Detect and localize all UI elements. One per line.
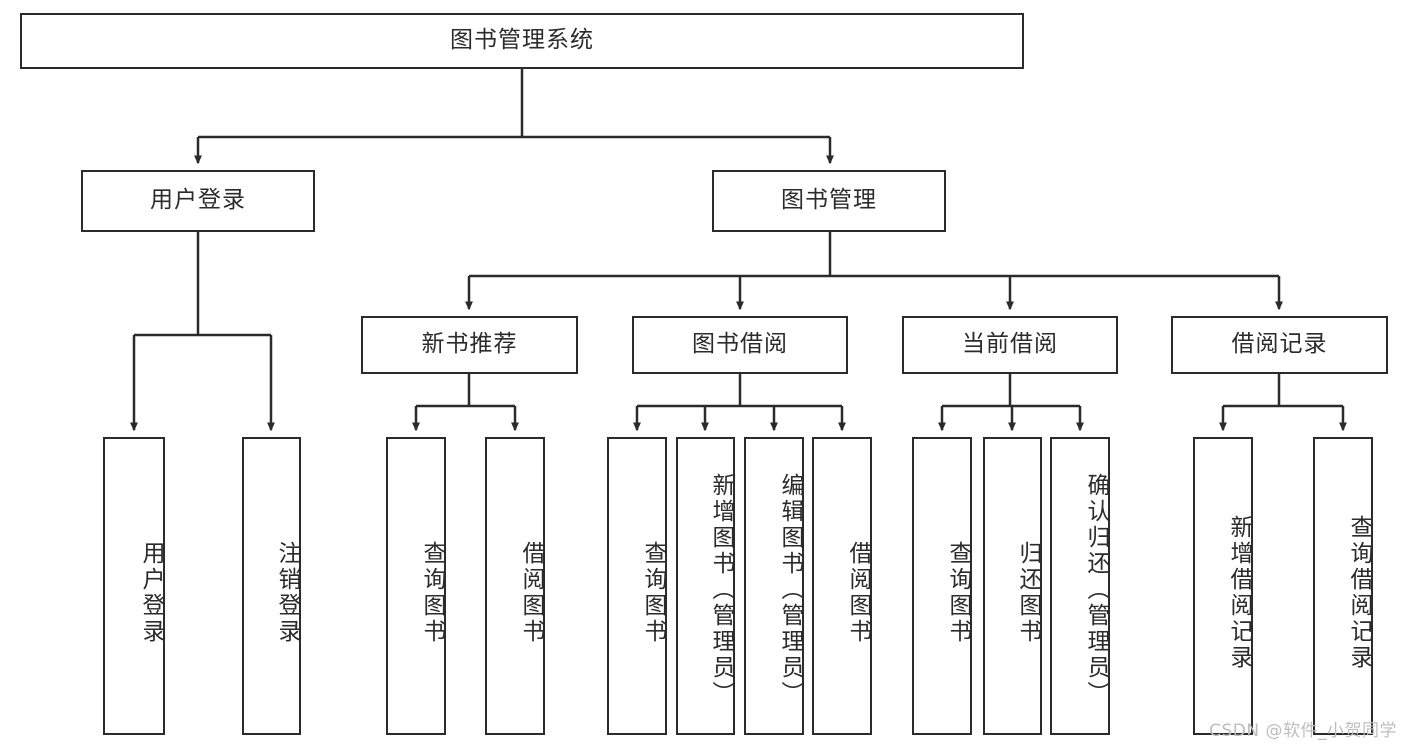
leaf-query-book-borrow[interactable]: 查询图书 — [607, 437, 667, 735]
leaf-return-book[interactable]: 归还图书 — [983, 437, 1042, 735]
node-root[interactable]: 图书管理系统 — [20, 13, 1024, 69]
leaf-confirm-return-admin[interactable]: 确认归还（管理员） — [1050, 437, 1110, 735]
leaf-query-borrow-record[interactable]: 查询借阅记录 — [1313, 437, 1373, 735]
leaf-query-book-current[interactable]: 查询图书 — [912, 437, 972, 735]
node-book-borrow[interactable]: 图书借阅 — [632, 316, 848, 374]
leaf-add-book-admin[interactable]: 新增图书（管理员） — [676, 437, 735, 735]
leaf-add-borrow-record[interactable]: 新增借阅记录 — [1193, 437, 1253, 735]
leaf-user-login[interactable]: 用户登录 — [103, 437, 165, 735]
leaf-borrow-book[interactable]: 借阅图书 — [812, 437, 872, 735]
leaf-query-book-new-recommend[interactable]: 查询图书 — [386, 437, 446, 735]
node-new-book-recommend[interactable]: 新书推荐 — [361, 316, 578, 374]
leaf-logout[interactable]: 注销登录 — [242, 437, 301, 735]
watermark-text: CSDN @软件_小贺同学 — [1209, 721, 1397, 741]
leaf-edit-book-admin[interactable]: 编辑图书（管理员） — [744, 437, 804, 735]
node-borrow-record[interactable]: 借阅记录 — [1171, 316, 1388, 374]
node-user-login[interactable]: 用户登录 — [81, 170, 315, 232]
node-current-borrow[interactable]: 当前借阅 — [902, 316, 1118, 374]
leaf-borrow-book-new-recommend[interactable]: 借阅图书 — [485, 437, 545, 735]
node-book-manage[interactable]: 图书管理 — [712, 170, 946, 232]
